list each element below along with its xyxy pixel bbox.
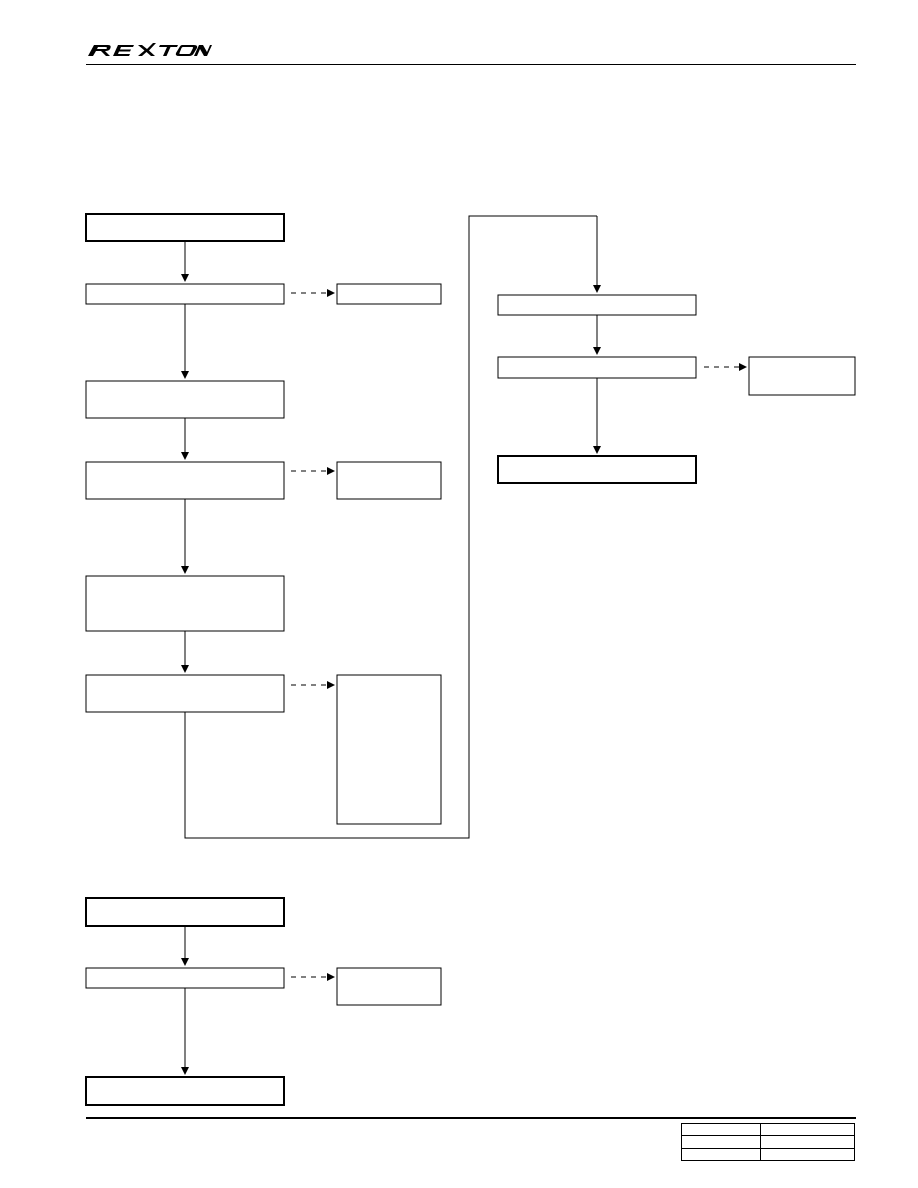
side-note-box [336, 674, 442, 825]
side-note-box [336, 967, 442, 1006]
footer-table-cell [681, 1122, 761, 1137]
side-note-box [748, 356, 856, 396]
rexton-logo [88, 43, 212, 56]
flow-step-box [85, 380, 285, 419]
flow-start-box [85, 897, 285, 927]
footer-rule [86, 1117, 856, 1119]
flow-step-box [85, 967, 285, 989]
flow-step-box [85, 283, 285, 305]
flow-end-box [85, 1076, 285, 1106]
flow-step-box [85, 461, 285, 500]
flow-end-box [497, 455, 697, 484]
footer-info-table [681, 1122, 855, 1162]
footer-table-cell [760, 1135, 855, 1149]
flow-step-box [85, 674, 285, 713]
side-note-box [336, 461, 442, 500]
footer-table-cell [681, 1147, 761, 1162]
footer-table-cell [760, 1147, 855, 1162]
flow-step-box [85, 575, 285, 632]
footer-table-row [681, 1135, 855, 1149]
connector-line [184, 215, 597, 839]
side-note-box [336, 283, 442, 305]
header-rule [86, 64, 856, 65]
flow-step-box [497, 356, 697, 379]
footer-table-cell [681, 1135, 761, 1149]
flow-start-box [85, 213, 285, 242]
flow-step-box [497, 294, 697, 316]
footer-table-cell [760, 1122, 855, 1137]
footer-table-row [681, 1122, 855, 1137]
footer-table-row [681, 1147, 855, 1162]
